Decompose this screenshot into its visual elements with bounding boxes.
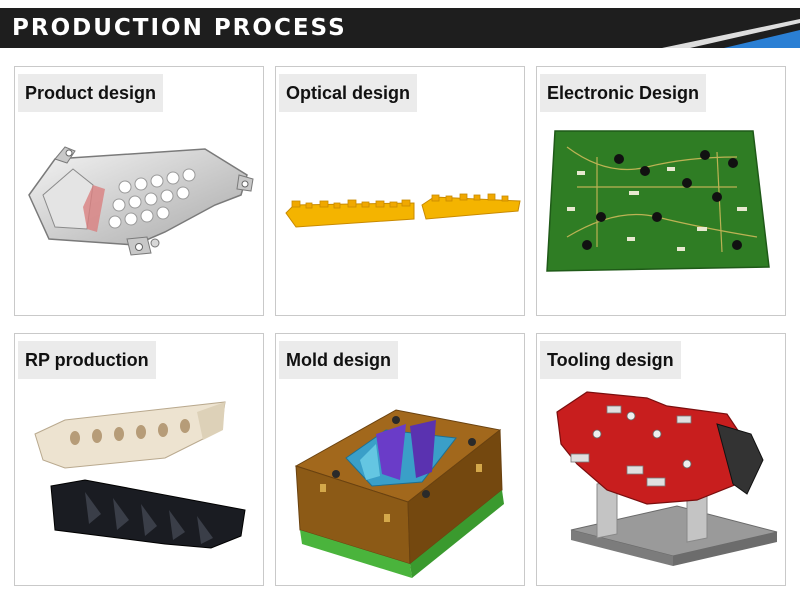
card-electronic-design: Electronic Design (536, 66, 786, 316)
step-label: Electronic Design (540, 74, 707, 112)
card-mold-design: Mold design (275, 333, 525, 586)
banner-stripes (662, 19, 800, 48)
step-label: Mold design (279, 341, 398, 379)
step-label: RP production (18, 341, 156, 379)
tooling-fixture-image (556, 391, 778, 566)
prototype-parts-image (34, 401, 246, 549)
light-guide-image (285, 193, 521, 228)
step-label: Optical design (279, 74, 418, 112)
header-banner: PRODUCTION PROCESS (0, 8, 800, 48)
step-label: Tooling design (540, 341, 681, 379)
step-label: Product design (18, 74, 164, 112)
circuit-board-image (546, 130, 770, 272)
mold-model-image (294, 409, 504, 578)
card-rp-production: RP production (14, 333, 264, 586)
card-product-design: Product design (14, 66, 264, 316)
card-tooling-design: Tooling design (536, 333, 786, 586)
card-optical-design: Optical design (275, 66, 525, 316)
page-title: PRODUCTION PROCESS (12, 15, 347, 41)
headlight-model-image (28, 146, 254, 256)
